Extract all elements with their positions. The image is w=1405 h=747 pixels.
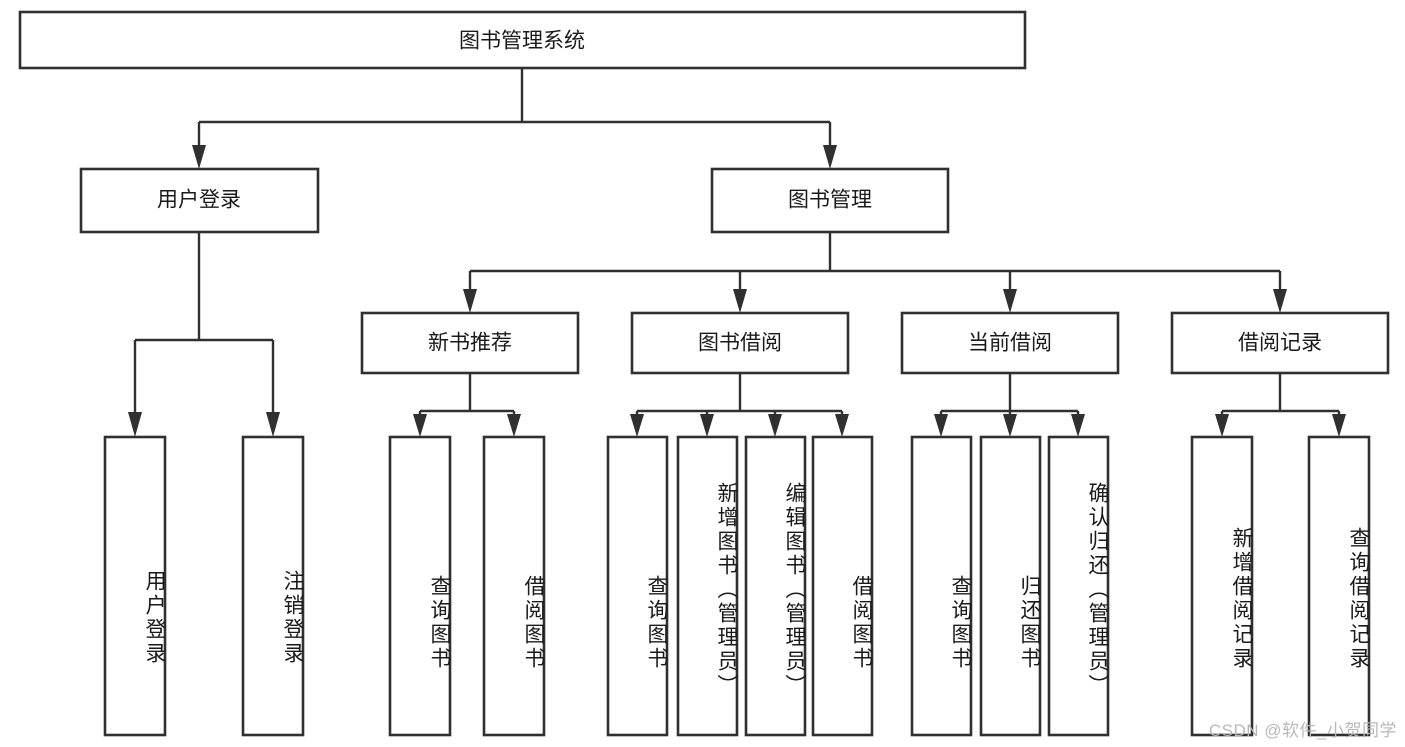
connector-group-new-book: [413, 373, 521, 437]
arrow-head-newbook-leaf-2: [507, 414, 521, 437]
node-borrow-record[interactable]: 借阅记录: [1170, 311, 1390, 375]
arrow-head-current-borrow: [1003, 289, 1017, 313]
node-borrow-record-label: 借阅记录: [1238, 332, 1322, 355]
node-book-borrow-label: 图书借阅: [698, 332, 782, 355]
leaf-box-current-return[interactable]: [979, 435, 1042, 737]
node-borrow-record-box: [1170, 311, 1390, 375]
connector-group-book-manage: [463, 232, 1287, 313]
node-current-borrow-label: 当前借阅: [968, 332, 1052, 355]
node-root-system-box: [18, 10, 1027, 70]
connector-group-root: [192, 68, 837, 169]
arrow-head-borrow-leaf-1: [630, 414, 644, 437]
node-book-borrow[interactable]: 图书借阅: [630, 311, 850, 375]
arrow-head-newbook-leaf-1: [413, 414, 427, 437]
arrow-head-book-borrow: [733, 289, 747, 313]
node-book-borrow-box: [630, 311, 850, 375]
node-current-borrow[interactable]: 当前借阅: [900, 311, 1120, 375]
leaf-box-user-login[interactable]: [103, 435, 167, 737]
node-root-system-label: 图书管理系统: [459, 30, 585, 53]
leaf-box-newbook-query[interactable]: [388, 435, 452, 737]
arrow-head-record-leaf-2: [1332, 414, 1346, 437]
arrow-head-new-book: [463, 289, 477, 313]
arrow-head-record-leaf-1: [1215, 414, 1229, 437]
arrow-head-user-login: [192, 145, 206, 169]
leaf-box-record-add[interactable]: [1190, 435, 1254, 737]
leaf-box-borrow-edit[interactable]: [744, 435, 807, 737]
leaf-box-current-query[interactable]: [910, 435, 973, 737]
node-user-login[interactable]: 用户登录: [79, 167, 320, 234]
node-user-login-box: [79, 167, 320, 234]
leaf-box-borrow-lend[interactable]: [811, 435, 874, 737]
connector-group-current-borrow: [934, 373, 1085, 437]
node-book-manage-label: 图书管理: [788, 189, 872, 212]
node-new-book-recommend[interactable]: 新书推荐: [360, 311, 580, 375]
arrow-head-current-leaf-3: [1071, 414, 1085, 437]
leaf-box-borrow-query[interactable]: [606, 435, 669, 737]
arrow-head-borrow-leaf-2: [700, 414, 714, 437]
arrow-head-current-leaf-1: [934, 414, 948, 437]
node-current-borrow-box: [900, 311, 1120, 375]
node-root-system[interactable]: 图书管理系统: [18, 10, 1027, 70]
arrow-head-leaf-user-login: [128, 412, 142, 437]
node-book-manage[interactable]: 图书管理: [710, 167, 950, 234]
node-user-login-label: 用户登录: [157, 189, 241, 212]
arrow-head-borrow-leaf-3: [768, 414, 782, 437]
arrow-head-current-leaf-2: [1003, 414, 1017, 437]
leaf-box-borrow-add[interactable]: [676, 435, 739, 737]
leaf-box-logout[interactable]: [241, 435, 305, 737]
leaf-box-group: [103, 435, 1371, 737]
connector-group-user-login: [128, 232, 280, 437]
node-new-book-recommend-box: [360, 311, 580, 375]
arrow-head-borrow-leaf-4: [835, 414, 849, 437]
csdn-watermark: CSDN @软件_小贺同学: [1208, 721, 1397, 740]
arrow-head-book-manage: [823, 145, 837, 169]
arrow-head-borrow-record: [1273, 289, 1287, 313]
leaf-box-current-confirm[interactable]: [1047, 435, 1110, 737]
connector-group-book-borrow: [630, 373, 849, 437]
connector-group-borrow-record: [1215, 373, 1346, 437]
arrow-head-leaf-logout: [266, 412, 280, 437]
node-new-book-recommend-label: 新书推荐: [428, 332, 512, 355]
leaf-box-newbook-borrow[interactable]: [482, 435, 546, 737]
node-book-manage-box: [710, 167, 950, 234]
leaf-box-record-query[interactable]: [1307, 435, 1371, 737]
